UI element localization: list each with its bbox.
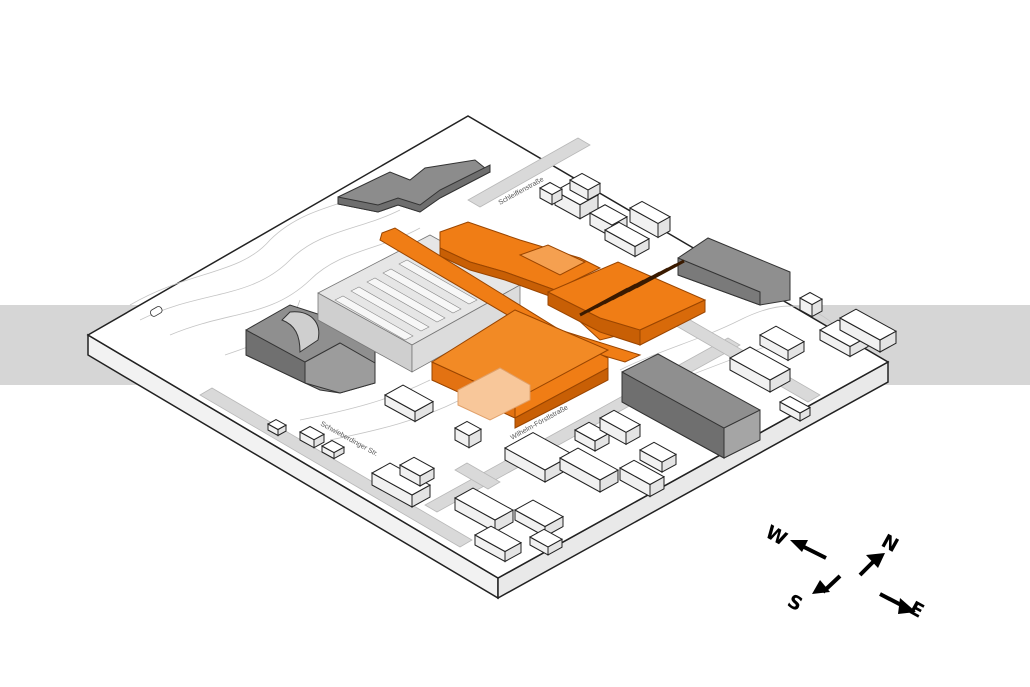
- parking-row: [382, 268, 462, 314]
- building-roof: [473, 525, 523, 553]
- roof-slat: [635, 259, 685, 289]
- building-roof: [453, 487, 515, 521]
- parking-rows: [334, 250, 494, 341]
- arrow-west-icon: [790, 540, 827, 560]
- building-roof: [528, 528, 564, 548]
- building-roof: [558, 447, 620, 481]
- highlight-ghost-block: [457, 367, 531, 421]
- arrow-north-icon: [858, 553, 885, 577]
- building-roof: [370, 462, 432, 496]
- parking-row: [334, 295, 414, 341]
- road-cross: [454, 462, 501, 490]
- parking-row: [350, 286, 430, 332]
- building-east-dark: [621, 237, 791, 459]
- building-roof: [618, 459, 666, 486]
- building-roof: [798, 291, 824, 306]
- highlight-complex: [379, 221, 707, 429]
- compass-west: W: [762, 521, 791, 550]
- compass-north: N: [878, 530, 903, 557]
- compass-east: E: [906, 597, 928, 623]
- building-roof: [778, 395, 812, 414]
- building-roof: [758, 325, 806, 351]
- building-roof: [266, 419, 288, 431]
- building-roof: [513, 499, 565, 528]
- building-roof: [598, 409, 642, 433]
- parking-row: [398, 259, 478, 305]
- roof-slats: [579, 259, 685, 317]
- building-north-dark: [337, 159, 491, 213]
- parking-row: [366, 277, 446, 323]
- building-roof: [453, 420, 483, 437]
- outline-buildings: [266, 172, 898, 563]
- building-roof: [628, 200, 672, 224]
- building-roof: [320, 439, 346, 454]
- building-roof: [603, 221, 651, 248]
- highlight-spine: [379, 227, 642, 363]
- building-roof: [383, 384, 435, 413]
- compass-south: S: [784, 590, 807, 616]
- building-roof: [398, 456, 436, 477]
- building-roof: [538, 181, 564, 196]
- compass-rose: W N S E: [762, 521, 928, 623]
- building-roof: [298, 425, 326, 441]
- building-roof: [638, 441, 678, 463]
- building-roof: [728, 346, 792, 381]
- arrow-east-icon: [879, 592, 916, 614]
- building-roof: [568, 172, 602, 191]
- site-marker: [150, 306, 163, 317]
- arrow-south-icon: [812, 574, 842, 594]
- building-roof: [588, 204, 629, 226]
- road-north: [467, 137, 591, 208]
- building-roof: [838, 308, 898, 341]
